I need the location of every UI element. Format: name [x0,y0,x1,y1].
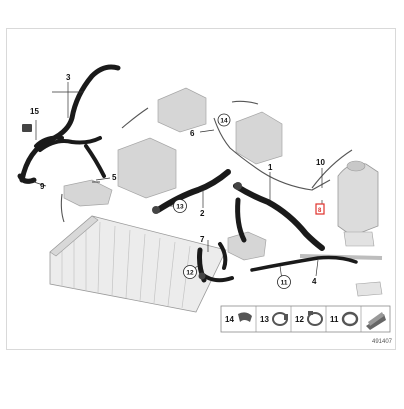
label-7: 7 [200,235,205,244]
legend-item-14: 14 [225,312,252,324]
legend-item-11: 11 [330,311,359,327]
circled-labels: 14 13 12 11 [173,113,291,289]
radiator [49,215,227,313]
bleed-lines [60,100,353,223]
expansion-tank [337,160,379,247]
small-parts [22,124,325,280]
spring-clamp-icon [307,311,323,326]
label-1: 1 [268,163,273,172]
label-10: 10 [316,158,325,167]
clip-icon [238,312,252,322]
svg-text:12: 12 [295,315,304,324]
engine-components [63,87,283,261]
part-labels: 3 15 9 5 2 1 6 10 4 7 8 [30,73,325,286]
label-4: 4 [312,277,317,286]
diagram-frame [6,28,396,350]
svg-text:11: 11 [330,315,339,324]
label-8: 8 [318,208,322,214]
hose-clamp-icon [272,312,288,326]
svg-text:14: 14 [225,315,234,324]
arrow-seal-icon [366,312,386,330]
circled-label-11: 11 [277,275,291,289]
ring-clamp-icon [341,311,359,327]
svg-text:12: 12 [186,270,194,277]
label-2: 2 [200,209,205,218]
legend-item-13: 13 [260,312,288,326]
clamp-legend: 14 13 12 11 [220,305,391,333]
svg-text:13: 13 [260,315,269,324]
circled-label-13: 13 [173,199,187,213]
circled-label-12: 12 [183,265,197,279]
label-5: 5 [112,173,117,182]
label-3: 3 [66,73,71,82]
label-9: 9 [40,182,45,191]
label-15: 15 [30,107,39,116]
figure-number: 491407 [372,339,393,345]
label-6: 6 [190,129,195,138]
circled-label-14: 14 [217,113,231,127]
svg-text:11: 11 [281,280,288,287]
hoses [17,64,358,283]
svg-text:13: 13 [176,204,184,211]
svg-text:14: 14 [220,118,228,125]
legend-item-12: 12 [295,311,323,326]
